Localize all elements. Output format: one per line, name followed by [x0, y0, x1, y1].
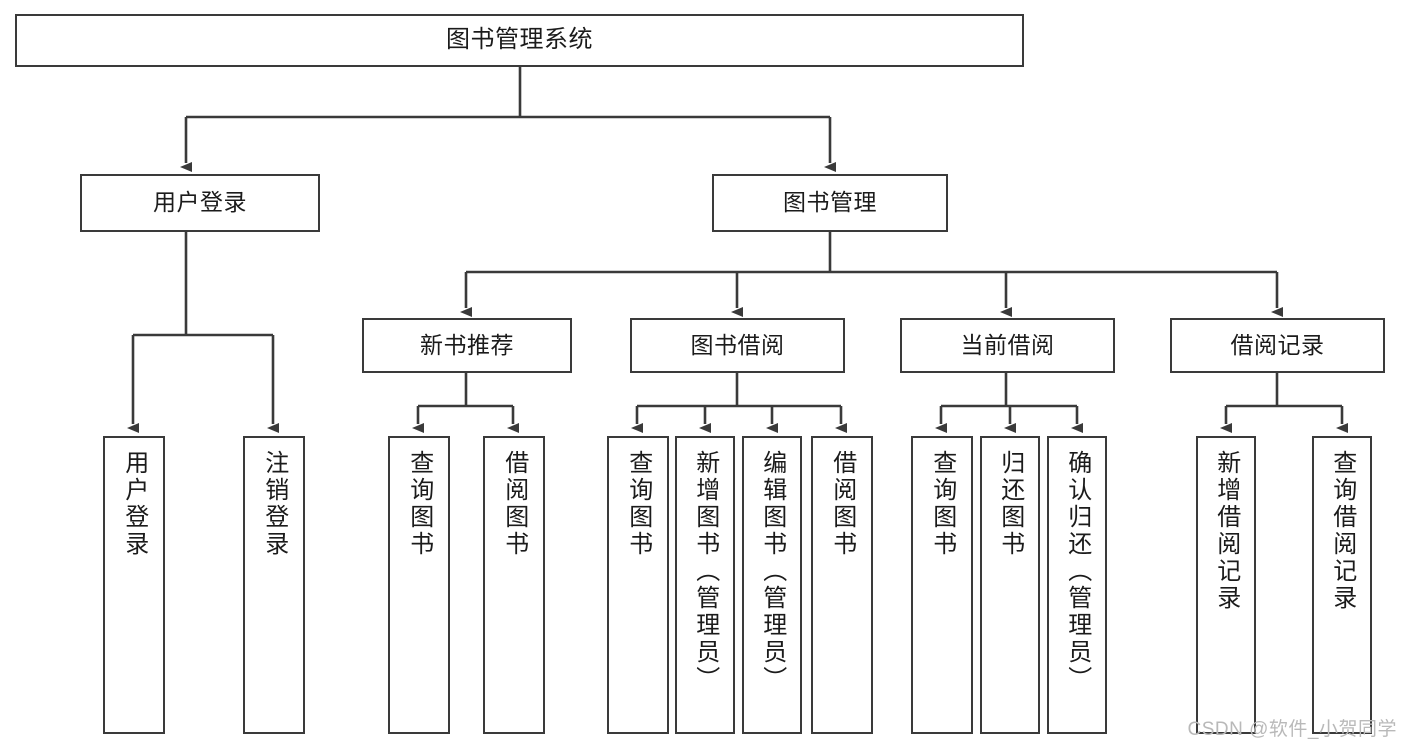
node-label: 新增图书（管理员）: [691, 450, 719, 693]
node-label: 查询图书: [624, 450, 652, 558]
node-leaf-user-login[interactable]: 用户登录: [103, 436, 165, 734]
node-book-borrow[interactable]: 图书借阅: [630, 318, 845, 373]
node-label: 新书推荐: [420, 331, 514, 358]
node-new-book-recommend[interactable]: 新书推荐: [362, 318, 572, 373]
node-leaf-borrow-book-1[interactable]: 借阅图书: [483, 436, 545, 734]
node-label: 新增借阅记录: [1212, 450, 1240, 612]
node-leaf-confirm-return[interactable]: 确认归还（管理员）: [1047, 436, 1107, 734]
watermark-text: CSDN @软件_小贺同学: [1187, 719, 1397, 740]
node-leaf-edit-book[interactable]: 编辑图书（管理员）: [742, 436, 802, 734]
node-leaf-add-book[interactable]: 新增图书（管理员）: [675, 436, 735, 734]
node-label: 用户登录: [153, 189, 247, 216]
node-leaf-add-record[interactable]: 新增借阅记录: [1196, 436, 1256, 734]
node-leaf-query-book-3[interactable]: 查询图书: [911, 436, 973, 734]
node-label: 查询图书: [405, 450, 433, 558]
node-root-book-management-system[interactable]: 图书管理系统: [15, 14, 1024, 67]
node-borrow-record[interactable]: 借阅记录: [1170, 318, 1385, 373]
node-leaf-logout-login[interactable]: 注销登录: [243, 436, 305, 734]
node-label: 当前借阅: [960, 331, 1055, 358]
node-label: 图书管理: [783, 189, 877, 216]
node-leaf-query-book-2[interactable]: 查询图书: [607, 436, 669, 734]
node-user-login[interactable]: 用户登录: [80, 174, 320, 232]
node-label: 查询图书: [928, 450, 956, 558]
node-label: 图书管理系统: [446, 26, 593, 54]
node-label: 借阅记录: [1230, 331, 1325, 358]
node-label: 编辑图书（管理员）: [758, 450, 786, 693]
node-current-borrow[interactable]: 当前借阅: [900, 318, 1115, 373]
node-label: 确认归还（管理员）: [1063, 450, 1091, 693]
node-label: 归还图书: [996, 450, 1024, 558]
node-label: 借阅图书: [500, 450, 528, 558]
node-label: 用户登录: [120, 450, 148, 558]
node-label: 图书借阅: [690, 331, 785, 358]
node-book-management[interactable]: 图书管理: [712, 174, 948, 232]
node-label: 借阅图书: [828, 450, 856, 558]
node-label: 查询借阅记录: [1328, 450, 1356, 612]
node-leaf-query-record[interactable]: 查询借阅记录: [1312, 436, 1372, 734]
node-label: 注销登录: [260, 450, 288, 558]
node-leaf-borrow-book-2[interactable]: 借阅图书: [811, 436, 873, 734]
node-leaf-query-book-1[interactable]: 查询图书: [388, 436, 450, 734]
node-leaf-return-book[interactable]: 归还图书: [980, 436, 1040, 734]
